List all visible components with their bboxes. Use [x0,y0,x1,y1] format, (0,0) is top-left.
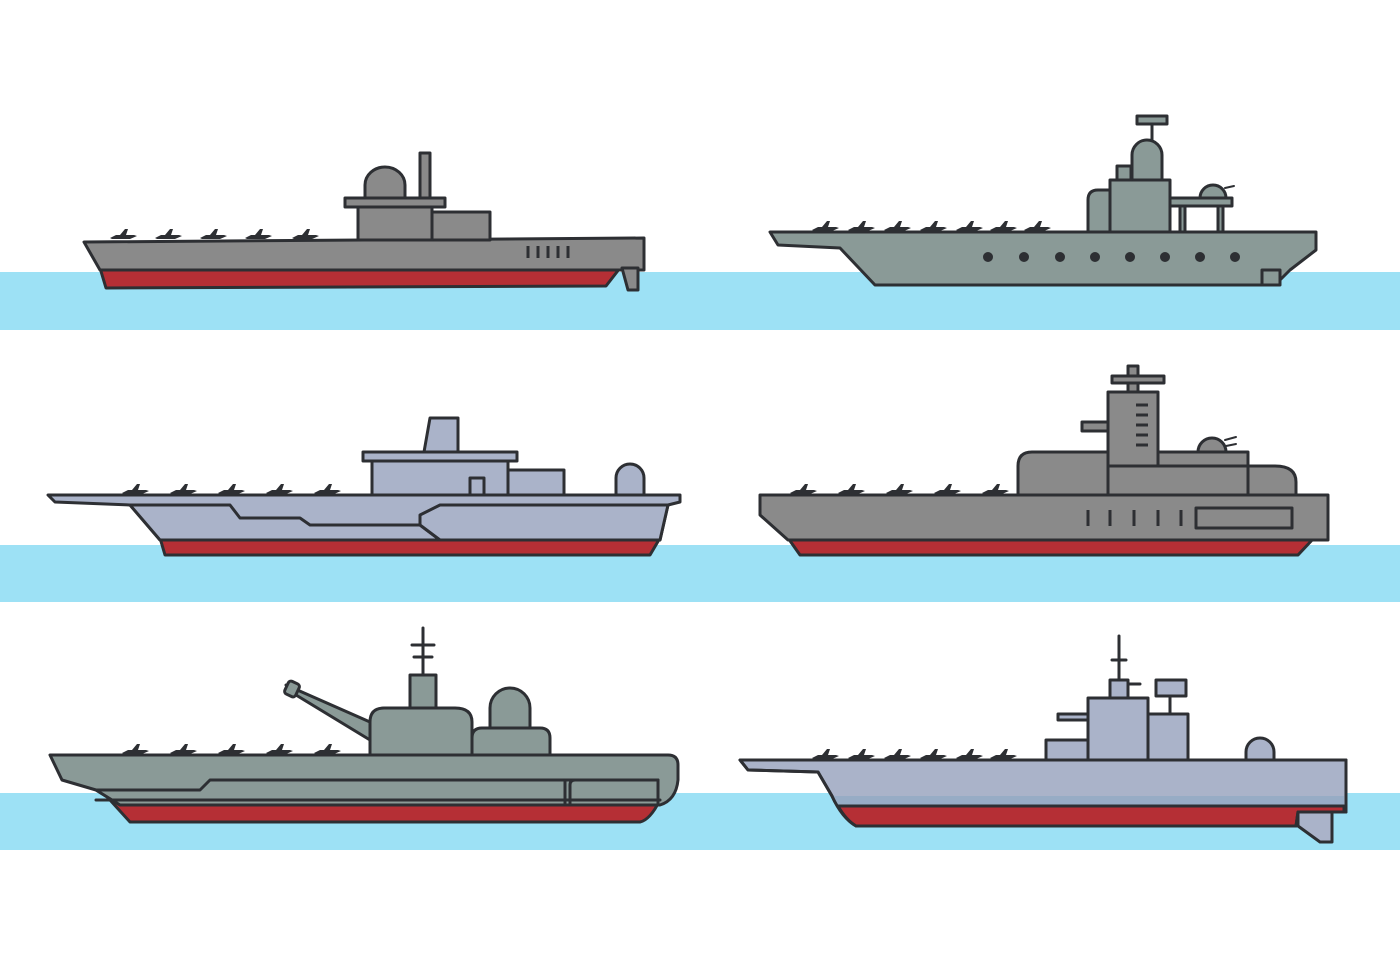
ship-6-carrier [738,634,1348,844]
ship-3-carrier [46,416,682,557]
ship-4-carrier [758,364,1330,557]
ship-1-carrier [82,151,646,292]
ship-2-carrier [768,114,1318,287]
ship-5-carrier [48,626,680,824]
